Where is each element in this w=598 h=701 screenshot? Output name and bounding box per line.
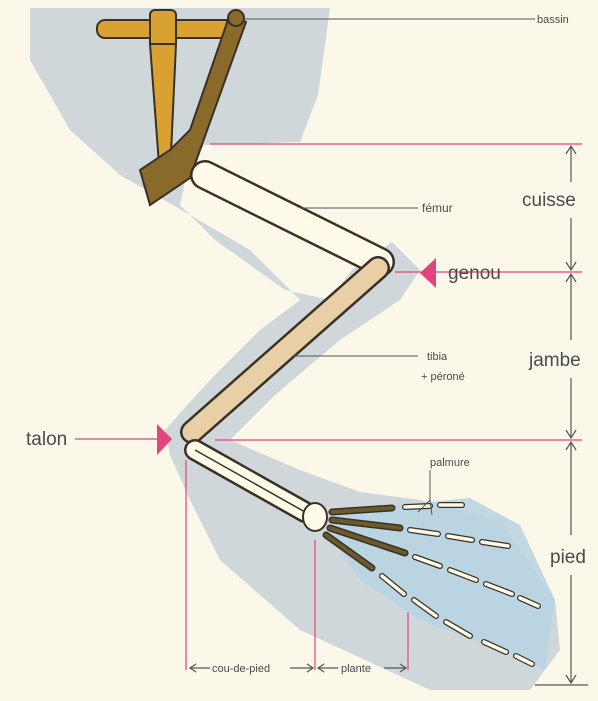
label-talon: talon	[26, 429, 67, 450]
tibia-bone	[192, 268, 378, 432]
label-genou: genou	[448, 263, 501, 284]
label-jambe: jambe	[528, 350, 581, 371]
label-palmure: palmure	[430, 457, 470, 469]
genou-arrow	[420, 258, 436, 288]
label-plante: plante	[341, 663, 371, 675]
label-femur: fémur	[422, 201, 453, 215]
label-perone: + péroné	[421, 371, 465, 383]
label-bassin: bassin	[537, 14, 569, 26]
label-cuisse: cuisse	[522, 190, 576, 211]
label-tibia: tibia	[427, 351, 448, 363]
label-pied: pied	[550, 547, 586, 568]
label-cou-de-pied: cou-de-pied	[212, 663, 270, 675]
